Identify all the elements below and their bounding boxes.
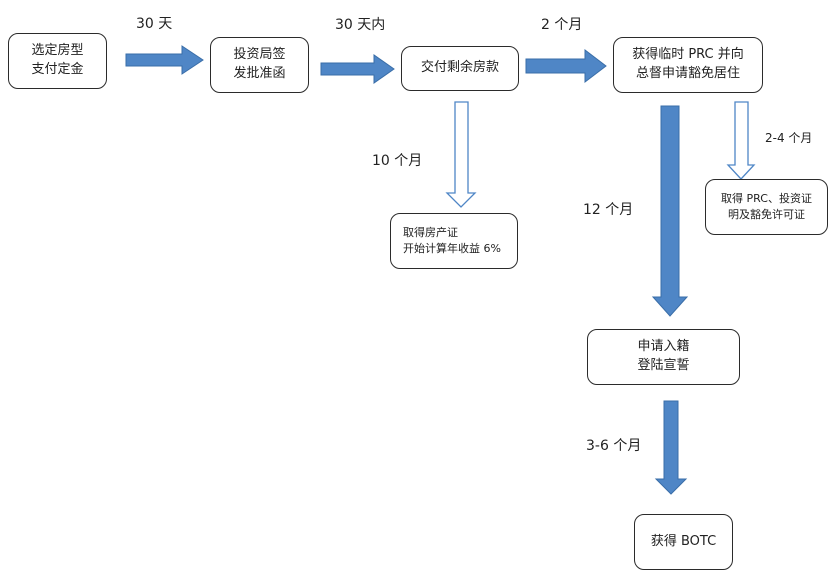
node-botc-line-1: 获得 BOTC bbox=[650, 533, 717, 549]
node-cert-line-2: 开始计算年收益 6% bbox=[403, 242, 501, 255]
arrow-pay-to-cert bbox=[445, 101, 477, 208]
arrow-pay-to-prc bbox=[525, 48, 607, 84]
node-prc-line-2: 总督申请豁免居住 bbox=[635, 66, 740, 81]
arrow-select-to-approve bbox=[125, 45, 204, 75]
arrow-prc-to-citizenship bbox=[651, 105, 689, 317]
node-citizenship: 申请入籍 登陆宣誓 bbox=[587, 329, 740, 385]
node-prc-line-1: 获得临时 PRC 并向 bbox=[632, 47, 744, 63]
duration-pay-to-cert: 10 个月 bbox=[372, 153, 423, 169]
node-citizenship-line-1: 申请入籍 bbox=[637, 339, 690, 355]
node-select-line-2: 支付定金 bbox=[31, 62, 84, 77]
node-permit-line-2: 明及豁免许可证 bbox=[728, 208, 805, 221]
arrow-approve-to-pay bbox=[320, 54, 395, 84]
duration-citizenship-to-botc: 3-6 个月 bbox=[586, 438, 642, 454]
node-select-line-1: 选定房型 bbox=[31, 43, 84, 59]
node-pay-remaining: 交付剩余房款 bbox=[401, 46, 519, 91]
duration-approve-to-pay: 30 天内 bbox=[335, 17, 386, 33]
node-botc: 获得 BOTC bbox=[634, 514, 733, 570]
node-approval-letter: 投资局签 发批准函 bbox=[210, 37, 309, 93]
node-permit-line-1: 取得 PRC、投资证 bbox=[721, 192, 812, 206]
duration-pay-to-prc: 2 个月 bbox=[541, 17, 583, 33]
node-property-certificate: 取得房产证 开始计算年收益 6% bbox=[390, 213, 518, 269]
node-select-deposit: 选定房型 支付定金 bbox=[8, 33, 107, 89]
duration-prc-to-permit: 2-4 个月 bbox=[765, 131, 813, 145]
duration-prc-to-citizenship: 12 个月 bbox=[583, 202, 634, 218]
node-citizenship-line-2: 登陆宣誓 bbox=[637, 358, 690, 373]
node-approve-line-2: 发批准函 bbox=[233, 66, 286, 81]
node-temp-prc: 获得临时 PRC 并向 总督申请豁免居住 bbox=[613, 37, 763, 93]
node-approve-line-1: 投资局签 bbox=[233, 47, 286, 63]
duration-select-to-approve: 30 天 bbox=[136, 16, 173, 32]
node-prc-permit: 取得 PRC、投资证 明及豁免许可证 bbox=[705, 179, 828, 235]
node-pay-line-1: 交付剩余房款 bbox=[420, 60, 499, 76]
arrow-prc-to-permit bbox=[726, 101, 756, 180]
node-cert-line-1: 取得房产证 bbox=[403, 226, 458, 240]
arrow-citizenship-to-botc bbox=[654, 400, 688, 495]
